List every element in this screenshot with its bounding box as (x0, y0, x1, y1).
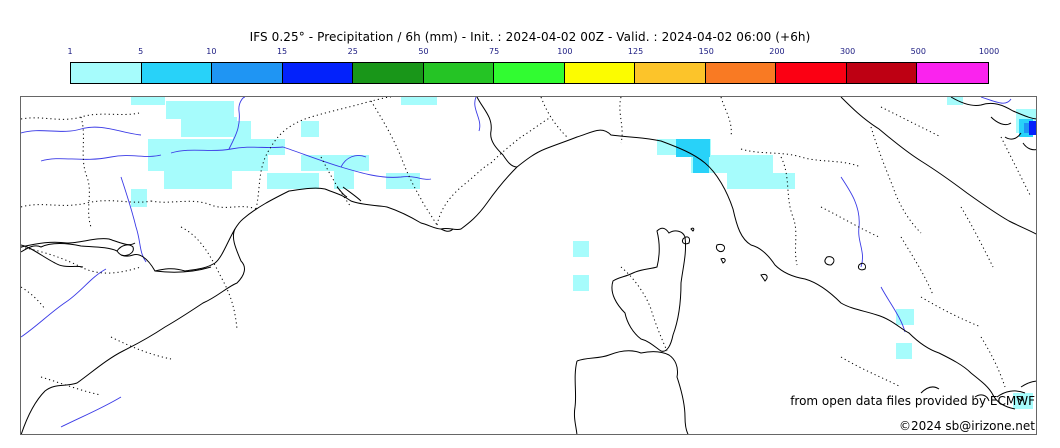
coastlines (21, 97, 1036, 434)
colorbar-segment (917, 63, 988, 83)
colorbar-segment (705, 63, 777, 83)
regional-boundaries (21, 97, 1032, 396)
colorbar-tick-label: 200 (769, 47, 785, 56)
colorbar-tick-label: 15 (276, 47, 288, 56)
colorbar-segment (635, 63, 706, 83)
colorbar-segment (282, 63, 354, 83)
colorbar-tick-label: 500 (910, 47, 926, 56)
country-borders (21, 97, 518, 248)
precipitation-map (20, 96, 1037, 435)
colorbar-segment (846, 63, 918, 83)
map-title: IFS 0.25° - Precipitation / 6h (mm) - In… (249, 30, 811, 44)
data-credit: from open data files provided by ECMWF (790, 394, 1035, 408)
precipitation-colorbar (70, 62, 989, 84)
colorbar-tick-label: 300 (839, 47, 856, 56)
colorbar-tick-label: 100 (557, 47, 573, 56)
colorbar-tick-label: 1000 (978, 47, 1000, 56)
colorbar-segment (212, 63, 283, 83)
colorbar-tick-label: 150 (698, 47, 714, 56)
colorbar-tick-label: 10 (206, 47, 217, 56)
precipitation-cells (131, 97, 1036, 409)
colorbar-tick-label: 1 (67, 47, 73, 56)
colorbar-tick-label: 25 (347, 47, 358, 56)
colorbar-tick-label: 5 (138, 47, 144, 56)
copyright-notice: ©2024 sb@irizone.net (899, 419, 1035, 433)
colorbar-segment (71, 63, 142, 83)
colorbar-segment (353, 63, 424, 83)
colorbar-segment (494, 63, 565, 83)
colorbar-tick-label: 125 (627, 47, 644, 56)
colorbar-segment (141, 63, 213, 83)
colorbar-segment (564, 63, 636, 83)
map-canvas (21, 97, 1036, 434)
colorbar-tick-label: 50 (418, 47, 429, 56)
colorbar-tick-label: 75 (489, 47, 500, 56)
colorbar-segment (423, 63, 495, 83)
rivers (21, 97, 1012, 428)
colorbar-segment (776, 63, 847, 83)
